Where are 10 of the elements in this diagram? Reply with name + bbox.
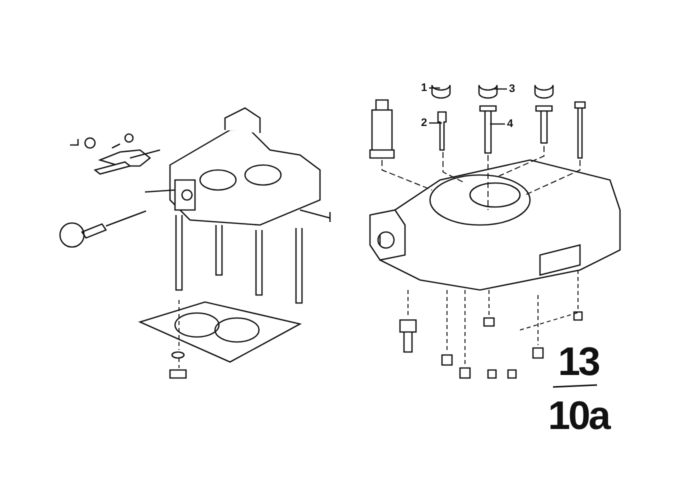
leader-line bbox=[490, 123, 505, 125]
callout-number: 1 bbox=[420, 82, 428, 94]
callout-number: 2 bbox=[420, 117, 428, 129]
figure-number: 10a bbox=[548, 396, 609, 436]
callout-number: 4 bbox=[506, 118, 514, 130]
leader-line bbox=[492, 88, 507, 90]
leader-line bbox=[429, 122, 442, 124]
leader-line bbox=[429, 87, 440, 89]
callout-number: 3 bbox=[508, 83, 516, 95]
figure-number: 13 bbox=[558, 342, 598, 382]
